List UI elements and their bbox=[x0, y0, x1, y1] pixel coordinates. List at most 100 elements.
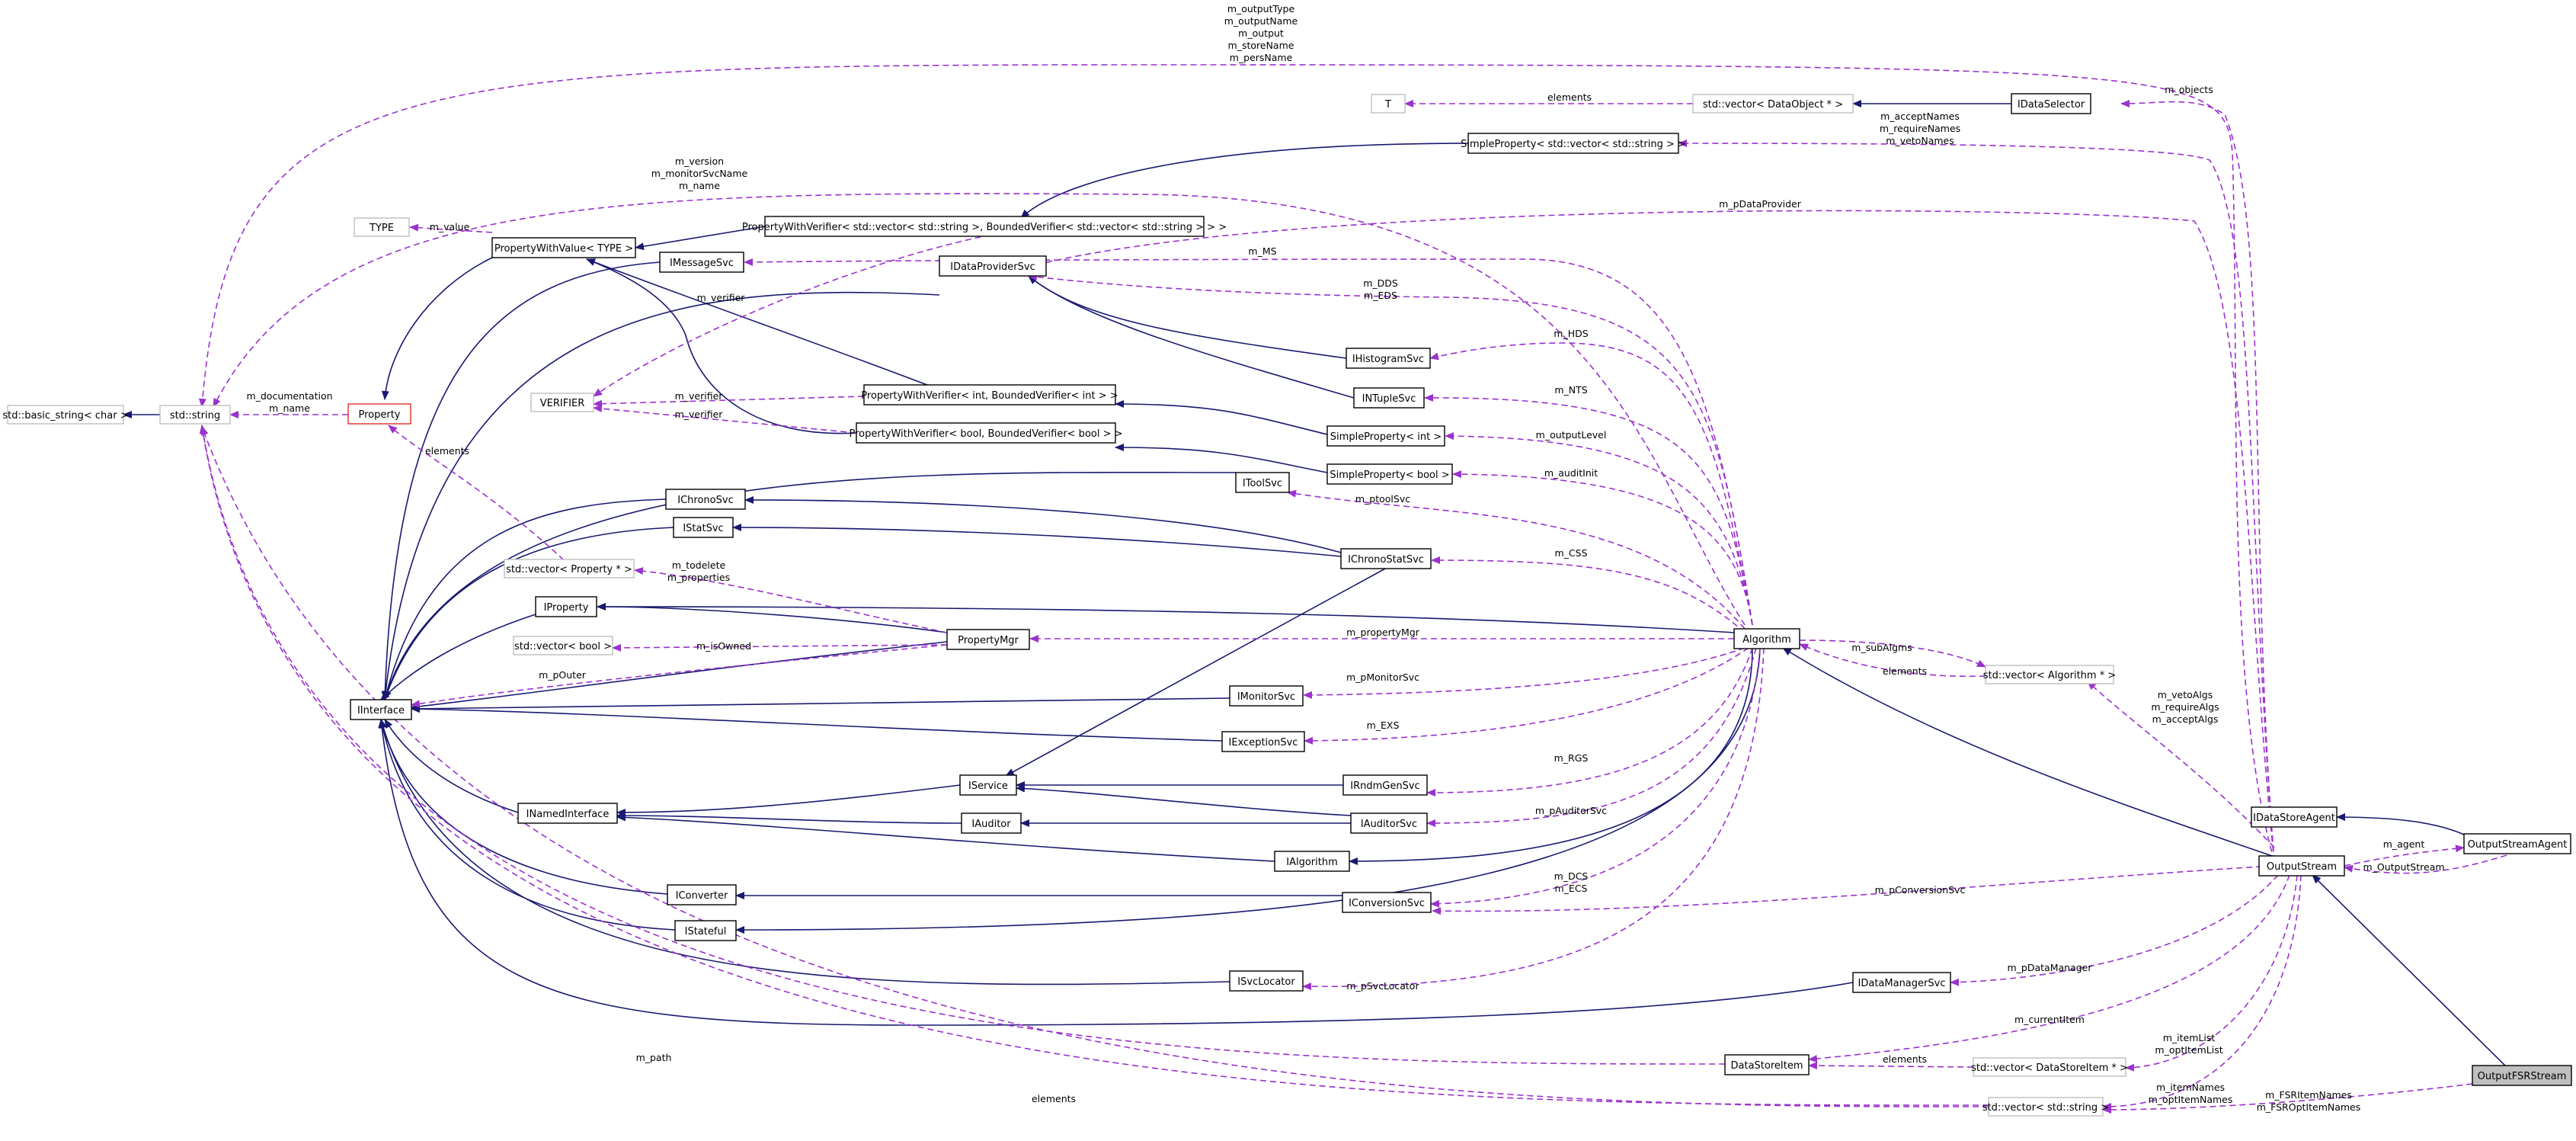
edge-rgs bbox=[1426, 647, 1753, 796]
svg-text:VERIFIER: VERIFIER bbox=[540, 398, 585, 409]
label-monitor-svc-name: m_monitorSvcName bbox=[651, 168, 748, 179]
node-algorithm[interactable]: Algorithm bbox=[1733, 628, 1800, 649]
node-verifier[interactable]: VERIFIER bbox=[530, 393, 594, 412]
node-itoolsvc[interactable]: IToolSvc bbox=[1235, 472, 1290, 493]
label-ms: m_MS bbox=[1248, 245, 1276, 257]
svg-text:std::vector< Property * >: std::vector< Property * > bbox=[506, 564, 632, 575]
node-vector-bool[interactable]: std::vector< bool > bbox=[513, 636, 613, 655]
node-std-string[interactable]: std::string bbox=[159, 405, 231, 425]
node-idatamanagersvc[interactable]: IDataManagerSvc bbox=[1852, 972, 1951, 993]
node-simpleproperty-vector[interactable]: SimpleProperty< std::vector< std::string… bbox=[1461, 133, 1686, 154]
label-opt-item-list: m_optItemList bbox=[2155, 1044, 2222, 1056]
node-type[interactable]: TYPE bbox=[354, 217, 410, 237]
svg-text:IInterface: IInterface bbox=[357, 705, 405, 716]
node-simpleproperty-int[interactable]: SimpleProperty< int > bbox=[1326, 425, 1445, 447]
node-idatastoreagent[interactable]: IDataStoreAgent bbox=[2251, 806, 2338, 828]
edge-nts bbox=[1424, 393, 1753, 626]
edge-pdatamanager bbox=[1950, 874, 2279, 986]
edge-hds bbox=[1429, 342, 1753, 626]
node-imonitorsvc[interactable]: IMonitorSvc bbox=[1229, 685, 1304, 707]
node-pwv-vector[interactable]: PropertyWithVerifier< std::vector< std::… bbox=[742, 216, 1227, 237]
node-intuplesvc[interactable]: INTupleSvc bbox=[1353, 387, 1425, 409]
edge-ptoolsvc bbox=[1287, 489, 1746, 630]
node-imessagesvc[interactable]: IMessageSvc bbox=[659, 252, 744, 273]
label-todelete: m_todelete bbox=[672, 559, 726, 571]
svg-text:IAuditorSvc: IAuditorSvc bbox=[1361, 819, 1417, 830]
node-isvclocator[interactable]: ISvcLocator bbox=[1229, 970, 1304, 992]
edge-simple-vec-names bbox=[1678, 139, 2275, 862]
node-iconverter[interactable]: IConverter bbox=[667, 884, 737, 905]
node-ichronostatsvc[interactable]: IChronoStatSvc bbox=[1340, 548, 1432, 569]
node-istateful[interactable]: IStateful bbox=[674, 920, 737, 941]
node-datastoreitem[interactable]: DataStoreItem bbox=[1724, 1054, 1810, 1075]
edge-pmonitorsvc bbox=[1303, 647, 1746, 699]
edge-istatsvc-to-iinterface bbox=[383, 527, 674, 700]
label-opt-item-names: m_optItemNames bbox=[2149, 1094, 2233, 1105]
edge-idatamanagersvc-to-iinterface bbox=[378, 719, 1854, 1026]
node-vector-dataobject[interactable]: std::vector< DataObject * > bbox=[1692, 94, 1854, 114]
svg-text:PropertyWithVerifier< std::vec: PropertyWithVerifier< std::vector< std::… bbox=[742, 222, 1227, 233]
label-pdatamanager: m_pDataManager bbox=[2008, 962, 2093, 973]
node-simpleproperty-bool[interactable]: SimpleProperty< bool > bbox=[1326, 463, 1453, 485]
svg-text:PropertyWithVerifier< int, Bou: PropertyWithVerifier< int, BoundedVerifi… bbox=[861, 390, 1118, 402]
node-outputfsrstream[interactable]: OutputFSRStream bbox=[2472, 1065, 2572, 1086]
svg-text:std::vector< Algorithm * >: std::vector< Algorithm * > bbox=[1983, 670, 2116, 681]
svg-text:IStatSvc: IStatSvc bbox=[683, 523, 723, 534]
node-istatsvc[interactable]: IStatSvc bbox=[673, 517, 734, 538]
node-outputstreamagent[interactable]: OutputStreamAgent bbox=[2463, 833, 2571, 854]
node-ialgorithm[interactable]: IAlgorithm bbox=[1274, 851, 1350, 872]
node-outputstream[interactable]: OutputStream bbox=[2258, 855, 2345, 877]
svg-text:IProperty: IProperty bbox=[544, 602, 589, 614]
node-pwv-int[interactable]: PropertyWithVerifier< int, BoundedVerifi… bbox=[861, 384, 1118, 405]
node-t[interactable]: T bbox=[1371, 94, 1406, 114]
label-elements-datastoreitem: elements bbox=[1883, 1053, 1927, 1065]
node-iauditorsvc[interactable]: IAuditorSvc bbox=[1350, 812, 1428, 834]
label-is-owned: m_isOwned bbox=[696, 640, 751, 652]
node-property-with-value[interactable]: PropertyWithValue< TYPE > bbox=[491, 237, 636, 258]
label-dcs: m_DCS bbox=[1554, 870, 1589, 882]
label-sub-algms: m_subAlgms bbox=[1851, 642, 1912, 653]
svg-text:IDataSelector: IDataSelector bbox=[2018, 99, 2085, 111]
label-documentation: m_documentation bbox=[246, 390, 332, 402]
label-pers-name: m_persName bbox=[1230, 52, 1293, 63]
node-ichronosvc[interactable]: IChronoSvc bbox=[665, 489, 746, 510]
node-vector-algorithm[interactable]: std::vector< Algorithm * > bbox=[1983, 665, 2116, 684]
node-iexceptionsvc[interactable]: IExceptionSvc bbox=[1221, 731, 1305, 752]
edge-vec-algorithm-elements bbox=[1799, 643, 1986, 678]
edge-verifier-bool bbox=[593, 405, 857, 434]
node-iproperty[interactable]: IProperty bbox=[535, 596, 597, 617]
node-pwv-bool[interactable]: PropertyWithVerifier< bool, BoundedVerif… bbox=[849, 422, 1123, 444]
node-irndmgensvc[interactable]: IRndmGenSvc bbox=[1342, 774, 1428, 796]
node-inamedinterface[interactable]: INamedInterface bbox=[517, 803, 618, 824]
edge-intuplesvc-to-idataprovidersvc bbox=[1028, 275, 1355, 399]
label-outputstream-back: m_OutputStream bbox=[2363, 861, 2444, 873]
node-vector-datastoreitem[interactable]: std::vector< DataStoreItem * > bbox=[1971, 1057, 2128, 1077]
node-iservice[interactable]: IService bbox=[959, 774, 1017, 796]
edge-iproperty-to-iinterface bbox=[380, 614, 536, 700]
edge-pwv-bool-to-pwv bbox=[586, 258, 857, 434]
label-require-algs: m_requireAlgs bbox=[2151, 701, 2219, 713]
svg-text:IAlgorithm: IAlgorithm bbox=[1286, 857, 1338, 868]
node-idataselector[interactable]: IDataSelector bbox=[2011, 93, 2091, 114]
label-veto-algs: m_vetoAlgs bbox=[2158, 689, 2213, 700]
node-vector-property[interactable]: std::vector< Property * > bbox=[504, 559, 635, 579]
label-eds: m_EDS bbox=[1364, 290, 1397, 301]
node-propertymgr[interactable]: PropertyMgr bbox=[946, 629, 1030, 650]
node-ihistogramsvc[interactable]: IHistogramSvc bbox=[1346, 348, 1431, 369]
edge-ichronosvc-to-iinterface bbox=[382, 498, 667, 700]
edge-todelete bbox=[634, 567, 948, 633]
node-property[interactable]: Property bbox=[347, 403, 411, 425]
node-iauditor[interactable]: IAuditor bbox=[961, 812, 1022, 834]
edge-verifier-vec bbox=[593, 234, 991, 397]
edge-ialgorithm-to-inamedinterface bbox=[616, 813, 1275, 862]
node-std-basic-string[interactable]: std::basic_string< char > bbox=[2, 405, 129, 425]
svg-text:OutputFSRStream: OutputFSRStream bbox=[2478, 1071, 2567, 1082]
label-agent: m_agent bbox=[2383, 838, 2425, 850]
node-iinterface[interactable]: IInterface bbox=[350, 699, 412, 720]
svg-text:IStateful: IStateful bbox=[685, 926, 727, 937]
node-iconversionsvc[interactable]: IConversionSvc bbox=[1342, 892, 1432, 913]
node-idataprovidersvc[interactable]: IDataProviderSvc bbox=[939, 255, 1047, 277]
node-vector-string[interactable]: std::vector< std::string > bbox=[1982, 1097, 2109, 1117]
label-pmonitorsvc: m_pMonitorSvc bbox=[1346, 671, 1419, 683]
